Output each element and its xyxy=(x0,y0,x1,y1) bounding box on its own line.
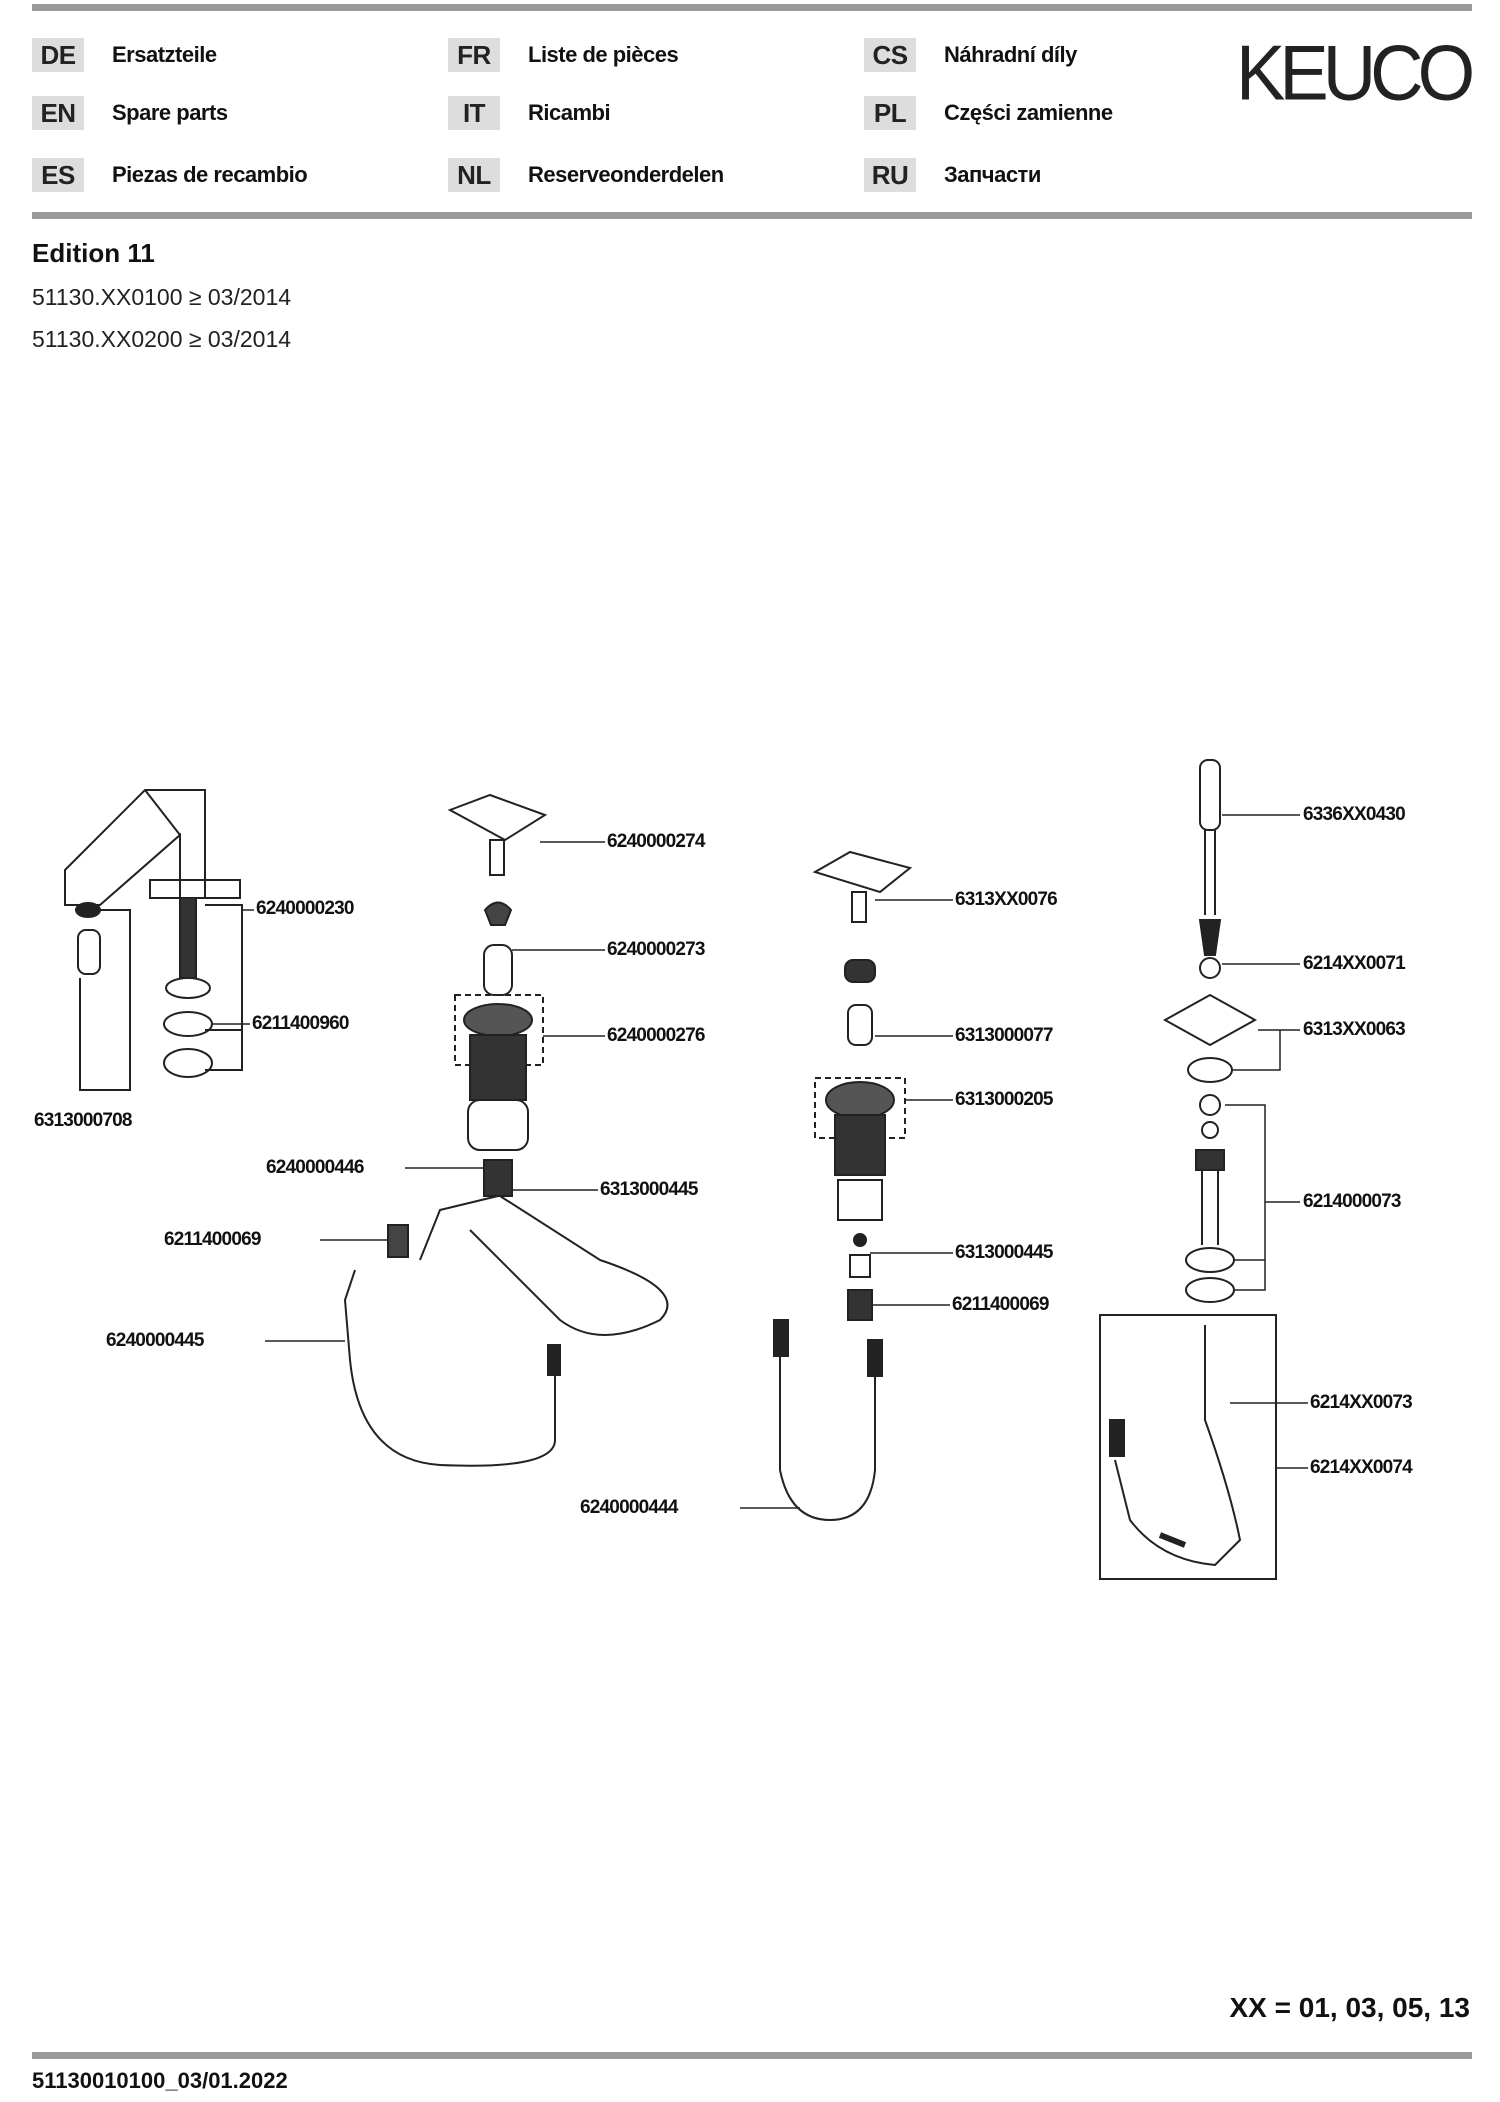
part-label: 6336XX0430 xyxy=(1303,804,1406,825)
part-label: 6240000445 xyxy=(106,1330,204,1351)
part-label: 6240000273 xyxy=(607,939,705,960)
part-label: 6240000444 xyxy=(580,1497,678,1518)
footer-rule xyxy=(32,2052,1472,2059)
part-label: 6211400960 xyxy=(252,1013,349,1034)
spout-drawing xyxy=(64,789,243,1091)
variant-1: 51130.XX0100 ≥ 03/2014 xyxy=(32,284,292,310)
part-label: 6240000446 xyxy=(266,1157,364,1178)
cartridge-stack-2 xyxy=(773,850,913,1522)
part-label: 6313XX0063 xyxy=(1303,1019,1406,1040)
part-label: 6313000445 xyxy=(955,1242,1053,1263)
part-label: 6313XX0076 xyxy=(955,889,1058,910)
document-code: 51130010100_03/01.2022 xyxy=(32,2068,288,2093)
part-label: 6214000073 xyxy=(1303,1191,1401,1212)
part-label: 6211400069 xyxy=(164,1229,261,1250)
pullout-spray-stack xyxy=(1099,759,1277,1580)
cartridge-stack-1 xyxy=(343,793,669,1467)
part-label: 6211400069 xyxy=(952,1294,1049,1315)
part-label: 6240000230 xyxy=(256,898,354,919)
part-label: 6240000276 xyxy=(607,1025,705,1046)
brand-logo: KEUCO xyxy=(1236,28,1475,117)
header-rule xyxy=(32,212,1472,219)
part-label: 6214XX0074 xyxy=(1310,1457,1413,1478)
product-title: Edition 11 xyxy=(32,238,155,268)
top-rule xyxy=(32,4,1472,11)
part-label: 6214XX0071 xyxy=(1303,953,1406,974)
leader-lines xyxy=(212,814,1308,1509)
part-label: 6313000445 xyxy=(600,1179,698,1200)
part-label: 6214XX0073 xyxy=(1310,1392,1413,1413)
variant-2: 51130.XX0200 ≥ 03/2014 xyxy=(32,326,292,352)
part-label: 6313000077 xyxy=(955,1025,1053,1046)
part-label: 6313000205 xyxy=(955,1089,1053,1110)
finish-codes: XX = 01, 03, 05, 13 xyxy=(1229,1992,1470,2023)
part-label: 6240000274 xyxy=(607,831,705,852)
part-label: 6313000708 xyxy=(34,1110,132,1131)
